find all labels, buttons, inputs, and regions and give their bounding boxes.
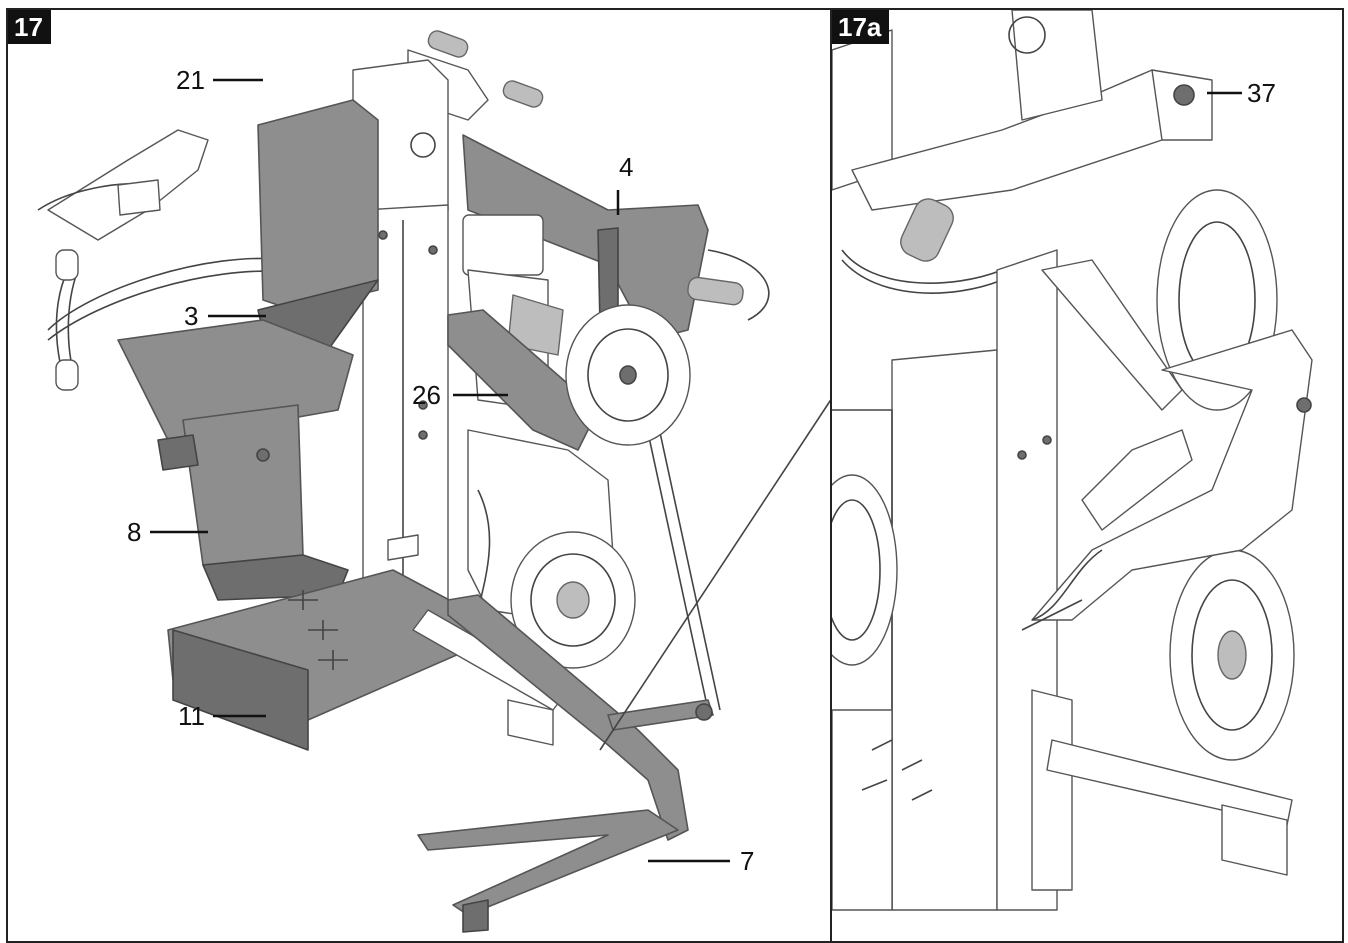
callout-3: 3 — [184, 301, 198, 331]
detail-handle — [841, 198, 1003, 294]
detail-top-frame — [832, 10, 1213, 211]
callout-leaders — [150, 78, 730, 863]
callout-8: 8 — [127, 517, 141, 547]
foot-bracket — [387, 534, 569, 746]
callout-4: 4 — [619, 152, 633, 182]
upper-wheel — [565, 304, 691, 446]
detail-drawing: 37 — [832, 10, 1313, 911]
log-splitter-assembly-drawing: 21 3 4 26 8 11 7 — [37, 30, 770, 933]
lower-wheel — [510, 531, 636, 669]
log-holder — [117, 99, 379, 601]
callout-21: 21 — [176, 65, 205, 95]
foot-lever — [417, 594, 714, 933]
figure-17a-label: 17a — [832, 10, 890, 44]
detail-lever-frame — [1021, 259, 1313, 631]
figure-17-label: 17 — [8, 10, 51, 44]
rear-handle — [37, 129, 289, 391]
figure-17-panel: 17 — [6, 8, 832, 943]
callout-11: 11 — [178, 701, 205, 731]
figure-17a-panel: 17a — [830, 8, 1344, 943]
detail-left-wheel — [832, 474, 898, 666]
base-plate — [167, 569, 469, 751]
lever-arm — [447, 309, 599, 451]
splitting-arm — [462, 134, 770, 341]
detail-base — [832, 689, 1293, 911]
callout-37: 37 — [1247, 78, 1276, 108]
callout-26: 26 — [412, 380, 441, 410]
callout-7: 7 — [740, 846, 754, 876]
